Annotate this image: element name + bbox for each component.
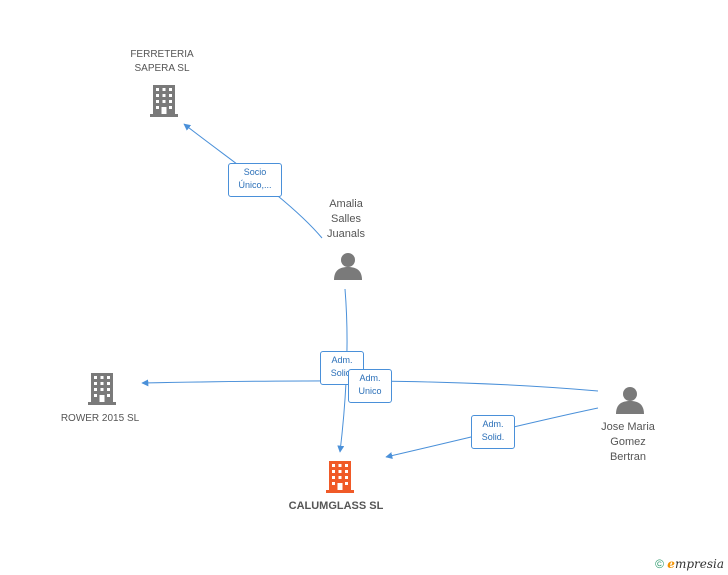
adm-solid-2-line1: Adm.	[482, 419, 504, 429]
rower-line1: ROWER 2015 SL	[60, 413, 140, 424]
jose-line2: Gomez	[610, 436, 646, 448]
building-icon-ferreteria[interactable]	[150, 85, 178, 117]
ferreteria-line2: SAPERA SL	[134, 63, 190, 74]
adm-unico-line1: Adm.	[359, 373, 381, 383]
brand-logo: empresia	[667, 557, 724, 571]
person-icon-jose[interactable]	[616, 387, 644, 414]
adm-unico-line2: Unico	[358, 386, 382, 396]
building-icon-rower[interactable]	[88, 373, 116, 405]
node-label-jose[interactable]: Jose Maria Gomez Bertran	[588, 420, 668, 465]
calumglass-line1: CALUMGLASS SL	[288, 500, 384, 512]
brand-initial: e	[667, 557, 675, 571]
edge-label-adm-solid-2[interactable]: Adm. Solid.	[471, 415, 515, 449]
adm-solid-1-line1: Adm.	[331, 355, 353, 365]
copyright-symbol: ©	[655, 557, 664, 571]
node-label-calumglass[interactable]: CALUMGLASS SL	[276, 499, 396, 514]
amalia-line1: Amalia	[329, 198, 363, 210]
brand-rest: mpresia	[674, 557, 724, 571]
adm-solid-1-line2: Solid.	[330, 368, 354, 378]
edge-label-adm-unico[interactable]: Adm. Unico	[348, 369, 392, 403]
amalia-line2: Salles	[331, 213, 361, 225]
amalia-line3: Juanals	[327, 228, 365, 240]
node-label-amalia[interactable]: Amalia Salles Juanals	[306, 197, 386, 242]
node-label-ferreteria[interactable]: FERRETERIA SAPERA SL	[112, 48, 212, 76]
socio-line1: Socio	[243, 167, 267, 177]
building-icon-calumglass[interactable]	[326, 461, 354, 493]
ferreteria-line1: FERRETERIA	[130, 49, 194, 60]
person-icon-amalia[interactable]	[334, 253, 362, 280]
empresia-watermark: © empresia	[655, 557, 724, 571]
jose-line1: Jose Maria	[601, 421, 655, 433]
jose-line3: Bertran	[609, 451, 647, 463]
adm-solid-2-line2: Solid.	[481, 432, 505, 442]
node-label-rower[interactable]: ROWER 2015 SL	[45, 412, 155, 426]
socio-line2: Único,...	[238, 180, 272, 190]
edge-label-socio[interactable]: Socio Único,...	[228, 163, 282, 197]
